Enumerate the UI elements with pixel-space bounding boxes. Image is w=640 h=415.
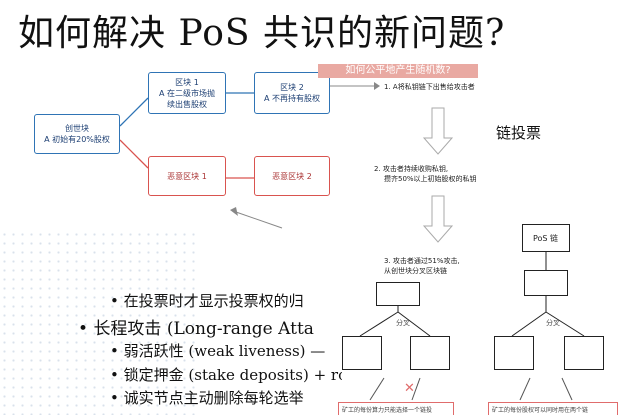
evil-block-1: 恶意区块 1 (148, 156, 226, 196)
bullet-1-dot: • (110, 292, 124, 310)
page-title: 如何解决 PoS 共识的新问题? (18, 13, 506, 54)
block-1-desc: A 在二级市场抛 续出售股权 (158, 88, 215, 109)
pos-chain-label: PoS 链 (533, 234, 559, 243)
right-fork-parent-block (524, 270, 568, 296)
step-2-line-2: 攒齐50%以上初始股权的私钥 (384, 175, 477, 183)
bullet-5: • 诚实节点主动删除每轮选举 (110, 387, 342, 408)
genesis-block: 创世块 A 初始有20%股权 (34, 114, 120, 154)
evil-block-2-name: 恶意区块 2 (272, 171, 312, 181)
evil-block-1-name: 恶意区块 1 (167, 171, 207, 181)
block-1: 区块 1 A 在二级市场抛 续出售股权 (148, 72, 226, 114)
left-caption-frame (338, 402, 454, 415)
left-fork-block-b (410, 336, 450, 370)
right-fork-block-a (494, 336, 534, 370)
left-fork-label: 分叉 (396, 319, 410, 327)
bullet-1-text: 在投票时才显示投票权的归 (123, 292, 304, 310)
block-2-name: 区块 2 (280, 83, 304, 92)
bullet-2-text: 长程攻击 (Long-range Atta (93, 319, 314, 339)
bullet-2-dot: • (78, 319, 94, 339)
step-3-line-1: 3. 攻击者通过51%攻击, (384, 257, 460, 265)
bullet-3-dot: • (110, 342, 124, 360)
right-fork-label: 分叉 (546, 319, 560, 327)
step-2-line-1: 2. 攻击者持续收购私钥, (374, 165, 449, 173)
left-fork-block-a (342, 336, 382, 370)
right-caption: 矿工的每份股权可以同时用在两个链 (492, 407, 589, 414)
block-1-name: 区块 1 (175, 77, 199, 87)
partial-heading: 链投票 (496, 124, 542, 142)
pos-chain-block (522, 224, 570, 252)
step-1: 1. A将私钥链下出售给攻击者 (384, 83, 475, 91)
bullet-1: • 在投票时才显示投票权的归 (110, 290, 332, 311)
bullet-5-dot: • (110, 389, 124, 407)
random-number-panel-header: 如何公平地产生随机数? (318, 64, 478, 78)
genesis-block-name: 创世块 (65, 124, 89, 133)
evil-block-2: 恶意区块 2 (254, 156, 330, 196)
right-fork-block-b (564, 336, 604, 370)
bullet-2: • 长程攻击 (Long-range Atta (78, 314, 342, 339)
block-2-desc: A 不再持有股权 (263, 94, 320, 103)
bullet-4-dot: • (110, 366, 124, 384)
bullet-4-text: 锁定押金 (stake deposits) + ro (123, 366, 342, 384)
right-caption-frame (488, 402, 618, 415)
left-caption: 矿工的每份算力只能选择一个链投 (342, 407, 433, 414)
bullet-3: • 弱活跃性 (weak liveness) — (110, 340, 342, 361)
dotted-background (0, 230, 200, 415)
bullet-4: • 锁定押金 (stake deposits) + ro (110, 364, 342, 385)
bullet-3-text: 弱活跃性 (weak liveness) — (123, 342, 326, 360)
left-fork-parent-block (376, 282, 420, 306)
cross-mark-icon: ✕ (404, 381, 415, 396)
step-3-line-2: 从创世块分叉区块链 (384, 267, 447, 275)
block-2: 区块 2 A 不再持有股权 (254, 72, 330, 114)
bullet-5-text: 诚实节点主动删除每轮选举 (123, 389, 304, 407)
genesis-block-desc: A 初始有20%股权 (44, 135, 110, 144)
